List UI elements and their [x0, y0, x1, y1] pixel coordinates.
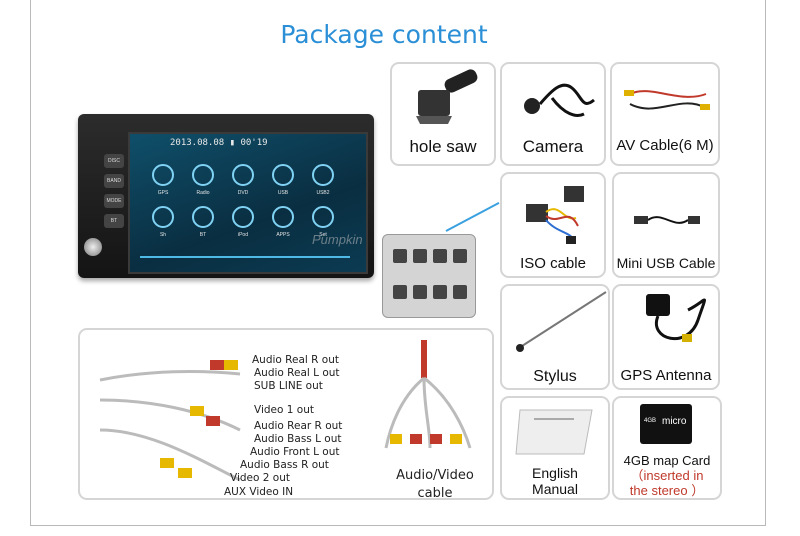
iso-cable-icon: [526, 186, 584, 244]
stylus-label: Stylus: [533, 368, 577, 385]
head-unit-screen: 2013.08.08 ▮ 00'19 GPS Radio DVD USB USB…: [128, 132, 368, 274]
page-frame: [30, 0, 766, 526]
hole-saw-icon: [416, 69, 478, 124]
camera-label: Camera: [522, 137, 584, 156]
manual-label-2: Manual: [532, 481, 578, 497]
card-harness: Audio Real R out Audio Real L out SUB LI…: [78, 328, 494, 500]
card-sd: micro 4GB 4GB map Card （inserted in the …: [612, 396, 722, 500]
av-cable-label: AV Cable(6 M): [616, 137, 714, 154]
gps-app-label: GPS: [157, 190, 169, 196]
bt-app-label: BT: [199, 232, 207, 238]
sd-size: 4GB: [644, 418, 657, 424]
av-cable-icon: [624, 90, 710, 110]
band-button: BAND: [104, 174, 124, 188]
card-label-1: 4GB map Card: [623, 453, 711, 468]
card-stylus: Stylus: [500, 284, 610, 390]
watermark: Pumpkin: [312, 232, 363, 247]
card-mini-usb: Mini USB Cable: [612, 172, 720, 278]
usb-app-label: USB: [277, 190, 289, 196]
harness-label-5: Audio Rear R out: [254, 420, 343, 432]
harness-label-7: Audio Front L out: [250, 446, 340, 458]
disc-button: DISC: [104, 154, 124, 168]
hole-saw-label: hole saw: [409, 137, 477, 156]
manual-icon: [515, 409, 593, 455]
dvd-app-label: DVD: [237, 190, 249, 196]
sh-app-label: Sh: [159, 232, 167, 238]
gps-antenna-icon: [646, 294, 706, 342]
card-label-2: （inserted in: [630, 468, 704, 483]
card-av-cable: AV Cable(6 M): [610, 62, 720, 166]
usb-cable-icon: [634, 216, 700, 224]
screen-progress-line: [140, 256, 350, 258]
harness-label-9: Video 2 out: [230, 472, 290, 484]
usb-app-icon: [272, 164, 294, 186]
card-hole-saw: hole saw: [390, 62, 496, 166]
stylus-icon: [516, 291, 607, 352]
gps-app-icon: [152, 164, 174, 186]
apps-app-icon: [272, 206, 294, 228]
sd-card-icon: micro 4GB: [640, 404, 692, 444]
harness-label-8: Audio Bass R out: [240, 459, 329, 471]
ipod-app-icon: [232, 206, 254, 228]
card-manual: English Manual: [500, 396, 610, 500]
bt-button: BT: [104, 214, 124, 228]
gps-antenna-label: GPS Antenna: [620, 367, 712, 384]
sd-brand: micro: [662, 416, 687, 427]
rca-harness-icon: [99, 360, 241, 482]
radio-app-label: Radio: [196, 190, 210, 196]
card-camera: Camera: [500, 62, 606, 166]
usb2-app-icon: [312, 164, 334, 186]
av-harness-icon: [384, 340, 472, 449]
manual-label-1: English: [532, 465, 578, 481]
page-title: Package content: [280, 20, 488, 49]
harness-label-3: SUB LINE out: [254, 380, 323, 392]
sh-app-icon: [152, 206, 174, 228]
harness-label-4: Video 1 out: [254, 404, 314, 416]
settings-app-icon: [312, 206, 334, 228]
mode-button: MODE: [104, 194, 124, 208]
usb2-app-label: USB2: [316, 190, 330, 196]
harness-label-2: Audio Real L out: [254, 367, 340, 379]
head-unit-image: DISC BAND MODE BT 2013.08.08 ▮ 00'19 GPS…: [78, 114, 374, 278]
card-iso-cable: ISO cable: [500, 172, 606, 278]
iso-cable-label: ISO cable: [520, 255, 586, 272]
dvd-app-icon: [232, 164, 254, 186]
settings-app-label: Set: [319, 232, 327, 238]
card-gps: GPS Antenna: [612, 284, 720, 390]
harness-label-10: AUX Video IN: [224, 486, 294, 498]
iso-connector-image: [382, 234, 476, 318]
camera-icon: [524, 83, 595, 117]
volume-knob: [84, 238, 102, 256]
card-label-3: the stereo ）: [629, 483, 705, 498]
av-cable-label-2: cable: [417, 486, 453, 500]
bluetooth-app-icon: [192, 206, 214, 228]
apps-app-label: APPS: [276, 232, 290, 238]
ipod-app-label: iPod: [237, 232, 248, 238]
radio-app-icon: [192, 164, 214, 186]
harness-label-6: Audio Bass L out: [254, 433, 342, 445]
mini-usb-label: Mini USB Cable: [616, 255, 716, 271]
harness-label-1: Audio Real R out: [252, 354, 339, 366]
screen-status: 2013.08.08 ▮ 00'19: [170, 138, 268, 148]
av-cable-label-1: Audio/Video: [396, 468, 474, 483]
